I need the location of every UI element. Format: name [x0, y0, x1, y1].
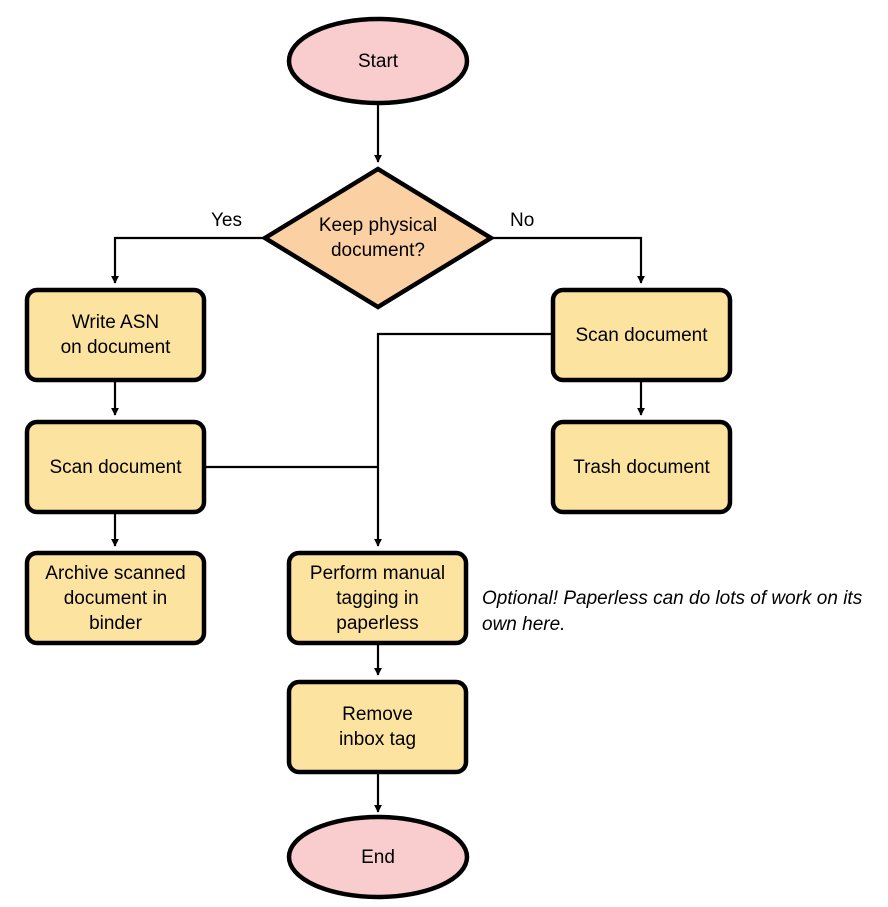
connector-layer	[111, 103, 645, 813]
node-trash-document[interactable]	[550, 419, 733, 515]
edge-label-yes: Yes	[211, 210, 242, 231]
node-end[interactable]	[286, 814, 470, 900]
edge-decision-yes-to-write-asn	[111, 236, 265, 284]
node-scan-document-left[interactable]	[24, 419, 207, 515]
node-archive-binder[interactable]	[24, 550, 207, 646]
edge-scan-right-to-manual-tagging	[374, 332, 553, 547]
node-scan-document-right[interactable]	[550, 287, 733, 383]
node-remove-inbox-tag[interactable]	[286, 679, 469, 775]
node-write-asn[interactable]	[24, 287, 207, 383]
node-start[interactable]	[286, 16, 470, 106]
node-layer	[24, 16, 733, 900]
optional-note: Optional! Paperless can do lots of work …	[482, 588, 863, 635]
edge-decision-no-to-scan-right	[491, 236, 645, 284]
edge-label-no: No	[510, 210, 535, 231]
node-keep-physical-document[interactable]	[260, 166, 496, 310]
node-manual-tagging[interactable]	[286, 550, 469, 646]
